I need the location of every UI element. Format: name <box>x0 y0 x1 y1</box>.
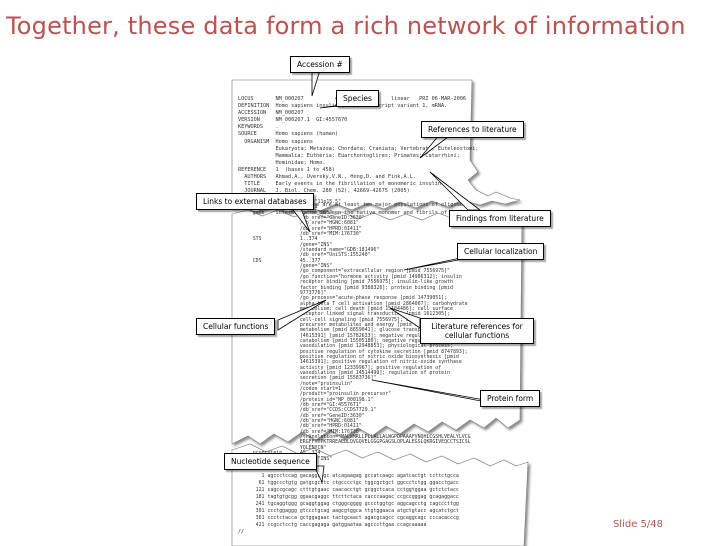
callout-cellular-functions: Cellular functions <box>196 318 276 335</box>
arrow-lit-refs <box>389 307 421 329</box>
callout-protein-form: Protein form <box>480 390 541 407</box>
callout-external-databases: Links to external databases <box>196 193 314 210</box>
callout-nucleotide-sequence: Nucleotide sequence <box>224 453 317 470</box>
callout-localization: Cellular localization <box>457 243 545 260</box>
record-origin-text: ORIGIN 1 agccctccag gacaggctgc atcagaaga… <box>238 466 459 535</box>
callout-references: References to literature <box>421 121 524 138</box>
record-page-middle <box>231 209 523 445</box>
record-features-text: /map="11p15.5" 1..458 gene /gene="INS" /… <box>252 199 471 461</box>
arrow-accession <box>311 69 321 97</box>
arrow-cell-functions <box>277 299 327 331</box>
callout-accession: Accession # <box>290 56 350 73</box>
arrow-nucleotide <box>313 465 325 484</box>
record-page-top <box>231 79 521 213</box>
callout-literature-references: Literature references for cellular funct… <box>420 318 534 344</box>
arrow-protein-form <box>371 379 497 403</box>
callout-species: Species <box>336 90 379 107</box>
arrow-findings <box>429 171 482 211</box>
slide-number: Slide 5/48 <box>612 519 663 530</box>
callout-findings: Findings from literature <box>449 210 551 227</box>
slide-title: Together, these data form a rich network… <box>6 12 686 40</box>
